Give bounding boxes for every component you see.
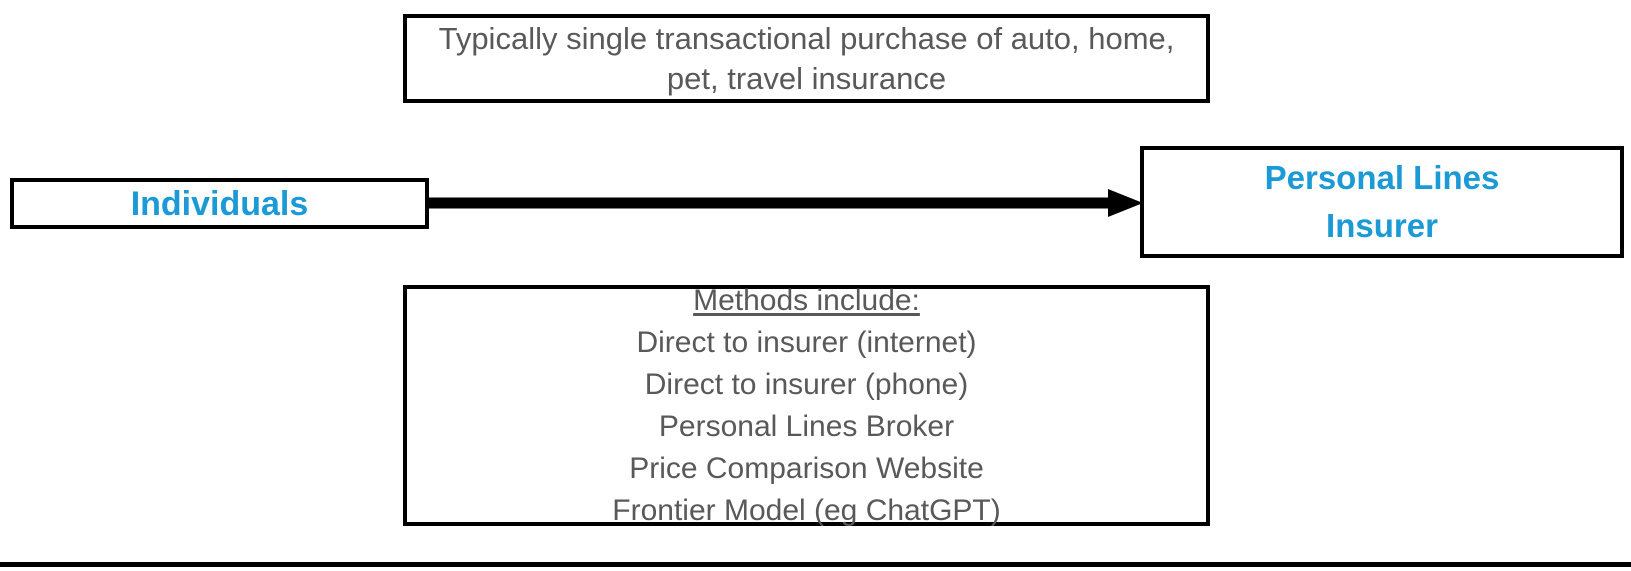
right-arrow-icon: [428, 189, 1143, 217]
entity-box-personal-lines-insurer[interactable]: Personal Lines Insurer: [1140, 146, 1624, 258]
methods-item: Direct to insurer (internet): [636, 325, 977, 359]
entity-label-personal-lines-insurer: Personal Lines Insurer: [1264, 159, 1500, 244]
note-box-text: Typically single transactional purchase …: [438, 20, 1175, 96]
footer-divider: [0, 562, 1631, 567]
methods-heading: Methods include:: [693, 283, 920, 317]
note-box: Typically single transactional purchase …: [403, 14, 1210, 103]
methods-item: Frontier Model (eg ChatGPT): [612, 493, 1001, 527]
methods-box: Methods include: Direct to insurer (inte…: [403, 284, 1210, 527]
methods-item: Price Comparison Website: [629, 451, 984, 485]
methods-item: Direct to insurer (phone): [644, 367, 969, 401]
entity-label-individuals: Individuals: [130, 184, 309, 223]
methods-item: Personal Lines Broker: [658, 409, 955, 443]
entity-box-individuals[interactable]: Individuals: [10, 178, 429, 229]
